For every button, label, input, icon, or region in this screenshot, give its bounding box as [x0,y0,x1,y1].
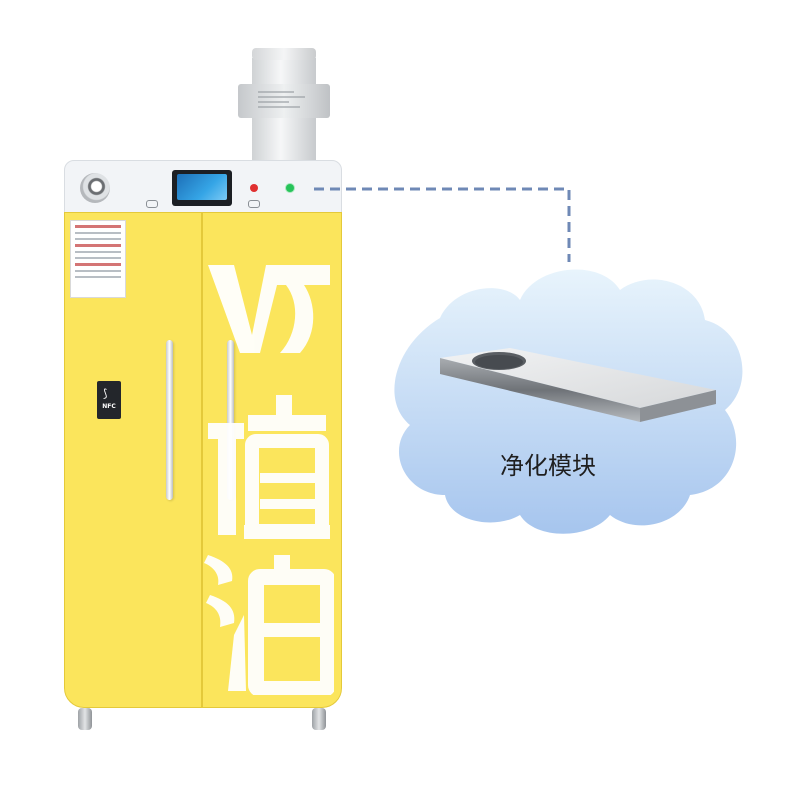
fan-icon [80,173,110,203]
caster-wheel [312,708,326,730]
callout-cloud [394,269,743,534]
caster-wheel [78,708,92,730]
control-screen-display[interactable] [177,174,227,200]
duct-cap [252,48,316,60]
keyhole-icon [248,200,260,208]
green-indicator-icon [286,184,294,192]
module-label: 净化模块 [500,452,596,480]
left-door-handle[interactable] [166,340,173,500]
warning-label [70,220,126,298]
purification-module-icon [440,348,716,422]
right-door-handle[interactable] [227,340,234,500]
nfc-icon[interactable]: ⟆ NFC [97,381,121,419]
nfc-label: NFC [102,403,116,410]
duct-spec-label [258,88,310,114]
red-indicator-icon [250,184,258,192]
nfc-wave-icon: ⟆ [103,387,108,400]
callout-connector [314,187,571,262]
keyhole-icon [146,200,158,208]
brand-logo [204,265,334,695]
